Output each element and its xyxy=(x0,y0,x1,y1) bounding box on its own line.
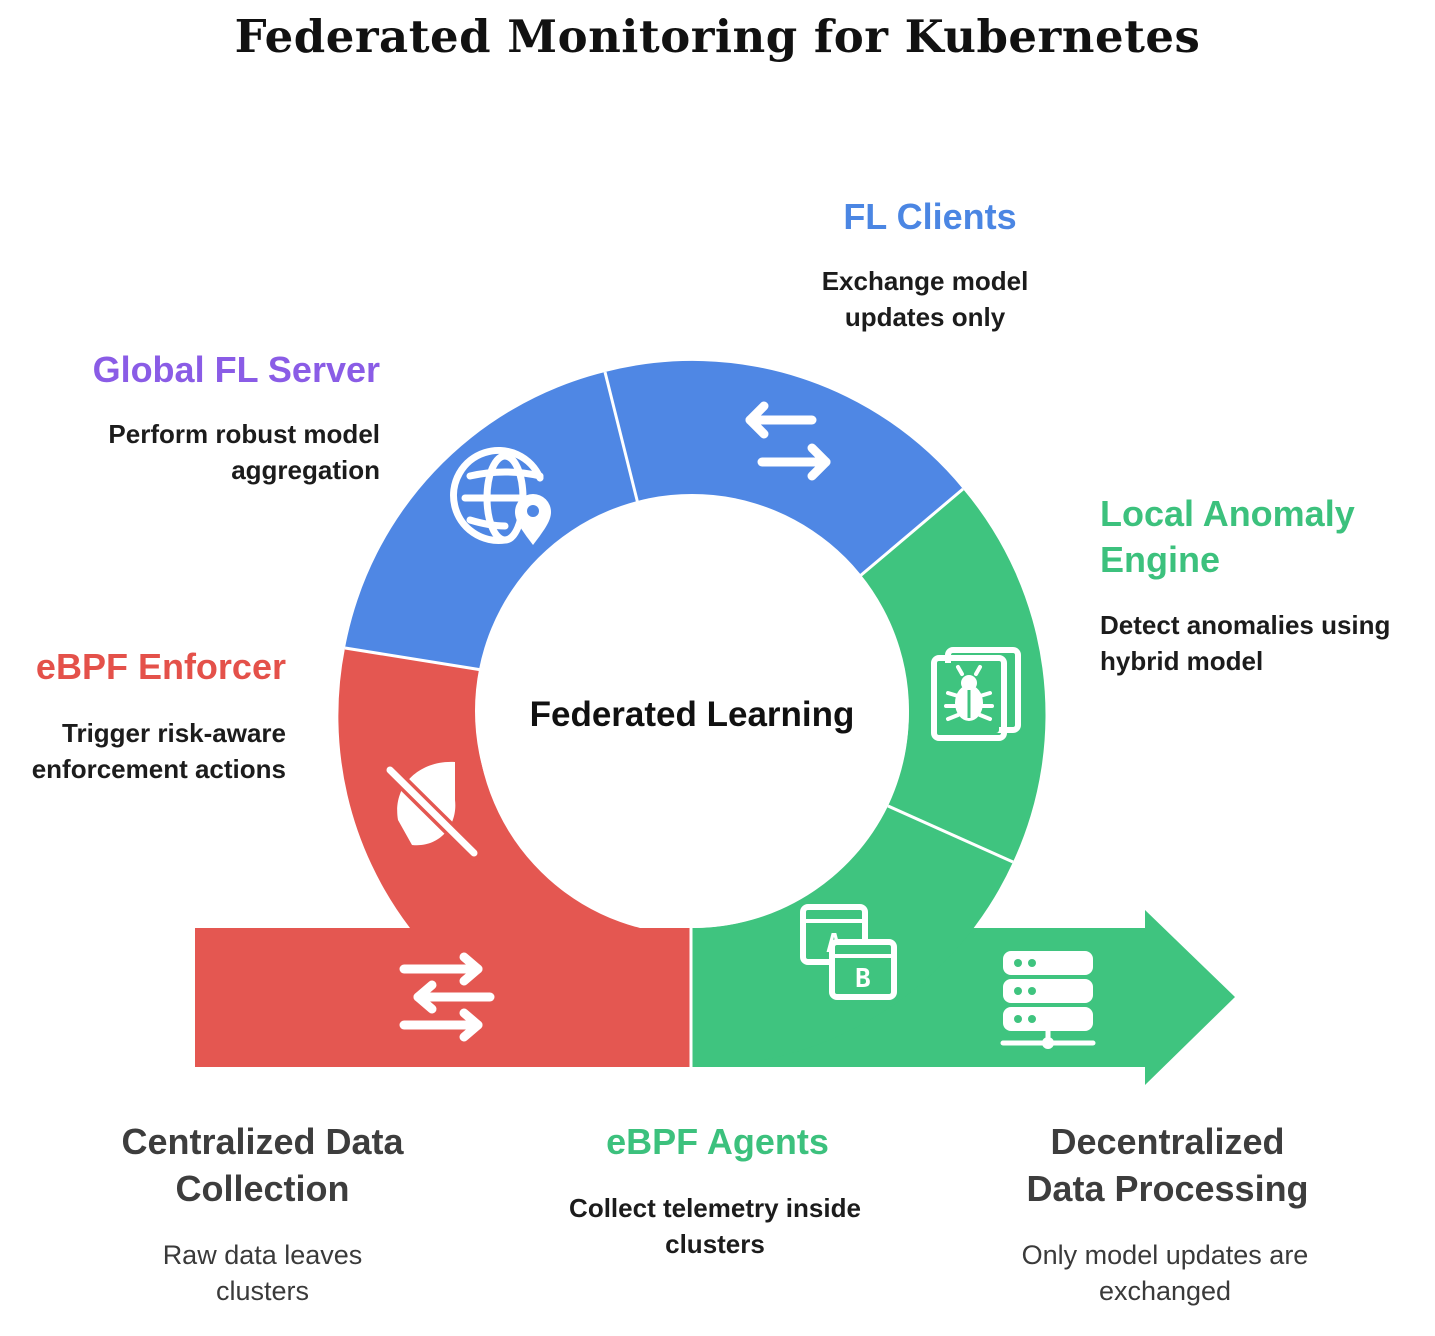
decentralized-title: Decentralized Data Processing xyxy=(1026,1121,1309,1209)
ebpf-agents-title: eBPF Agents xyxy=(606,1121,829,1162)
ebpf-agents-desc: Collect telemetry inside clusters xyxy=(569,1193,861,1259)
server-database-icon xyxy=(1000,951,1096,1049)
local-anomaly-engine-desc: Detect anomalies using hybrid model xyxy=(1100,610,1391,676)
center-circle xyxy=(475,494,909,928)
local-anomaly-engine-title: Local Anomaly Engine xyxy=(1100,493,1355,580)
global-fl-server-desc: Perform robust model aggregation xyxy=(108,419,380,485)
ebpf-enforcer-title: eBPF Enforcer xyxy=(35,646,286,687)
center-label: Federated Learning xyxy=(529,695,855,734)
svg-text:B: B xyxy=(855,964,871,994)
bug-report-icon xyxy=(931,647,1021,741)
ebpf-enforcer-desc: Trigger risk-aware enforcement actions xyxy=(31,718,286,784)
segment-ebpf-agents xyxy=(692,806,1013,1068)
globe-pin-icon xyxy=(450,447,551,545)
page-title: Federated Monitoring for Kubernetes xyxy=(234,10,1201,63)
segment-fl-clients xyxy=(605,360,963,576)
exchange-arrows-icon xyxy=(745,401,831,481)
fl-clients-title: FL Clients xyxy=(843,196,1017,237)
global-fl-server-title: Global FL Server xyxy=(92,349,380,390)
fl-clients-desc: Exchange model updates only xyxy=(821,266,1029,332)
leaf-off-icon xyxy=(385,761,483,862)
centralized-desc: Raw data leaves clusters xyxy=(162,1240,363,1306)
ab-test-icon: A B xyxy=(800,904,897,1000)
centralized-title: Centralized Data Collection xyxy=(121,1121,404,1209)
decentralized-desc: Only model updates are exchanged xyxy=(1021,1240,1309,1306)
segment-ebpf-enforcer xyxy=(338,648,640,928)
transfer-arrows-icon xyxy=(399,952,495,1042)
